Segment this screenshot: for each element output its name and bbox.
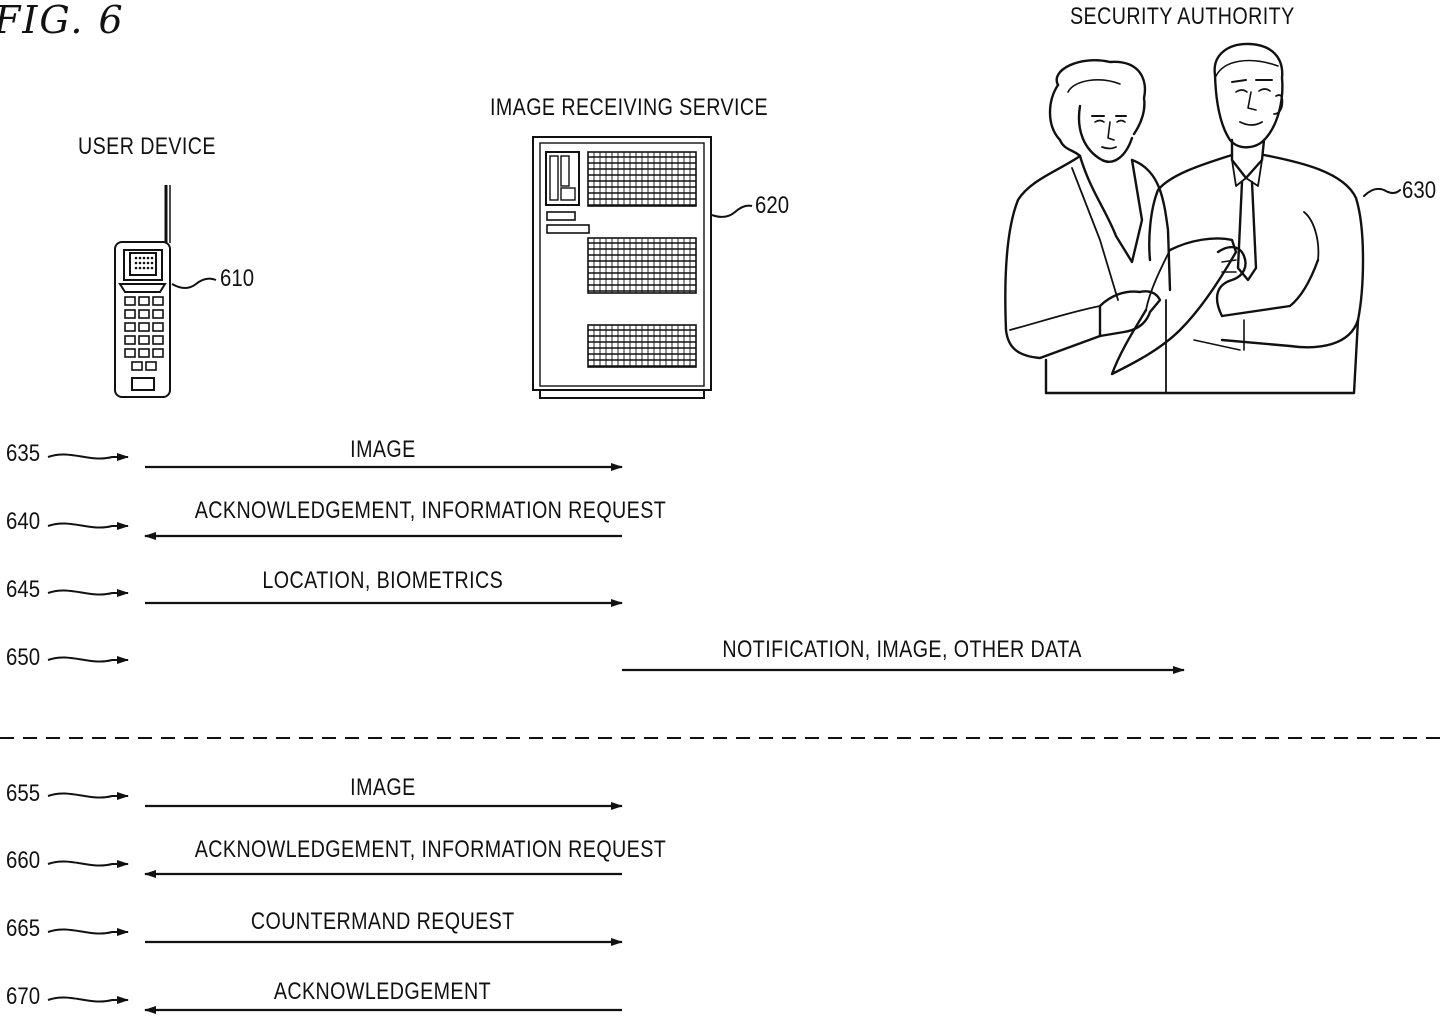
image-receiving-service-ref: 620 (755, 192, 790, 219)
message-label: LOCATION, BIOMETRICS (262, 567, 503, 594)
leader-line (47, 453, 129, 461)
message-ref: 645 (6, 576, 41, 603)
message-label: NOTIFICATION, IMAGE, OTHER DATA (722, 636, 1083, 663)
message-ref: 660 (6, 847, 41, 874)
message-ref: 640 (6, 508, 41, 535)
message-ref: 635 (6, 440, 41, 467)
message-label: COUNTERMAND REQUEST (250, 908, 515, 935)
phone-icon (114, 185, 217, 398)
message-ref: 655 (6, 780, 41, 807)
message-arrows (47, 453, 1185, 1014)
leader-line (47, 928, 129, 936)
image-receiving-service-label: IMAGE RECEIVING SERVICE (490, 94, 769, 121)
server-icon (532, 136, 753, 399)
server-vent-grilles (587, 151, 697, 368)
leader-line (47, 656, 129, 664)
leader-line (47, 792, 129, 800)
security-people-illustration (1004, 42, 1401, 395)
message-label: ACKNOWLEDGEMENT (273, 978, 492, 1005)
leader-line (47, 522, 129, 530)
user-device-ref: 610 (220, 265, 255, 292)
message-label: IMAGE (349, 774, 416, 801)
security-authority-ref: 630 (1402, 177, 1437, 204)
leader-line (47, 589, 129, 597)
user-device-label: USER DEVICE (78, 133, 216, 160)
message-ref: 670 (6, 983, 41, 1010)
message-label: ACKNOWLEDGEMENT, INFORMATION REQUEST (194, 497, 667, 524)
figure-title: FIG. 6 (0, 0, 125, 42)
leader-line (47, 860, 129, 868)
message-label: ACKNOWLEDGEMENT, INFORMATION REQUEST (194, 836, 667, 863)
message-label: IMAGE (349, 436, 416, 463)
message-ref: 650 (6, 644, 41, 671)
leader-line (47, 996, 129, 1004)
message-ref: 665 (6, 915, 41, 942)
security-authority-label: SECURITY AUTHORITY (1070, 3, 1295, 30)
